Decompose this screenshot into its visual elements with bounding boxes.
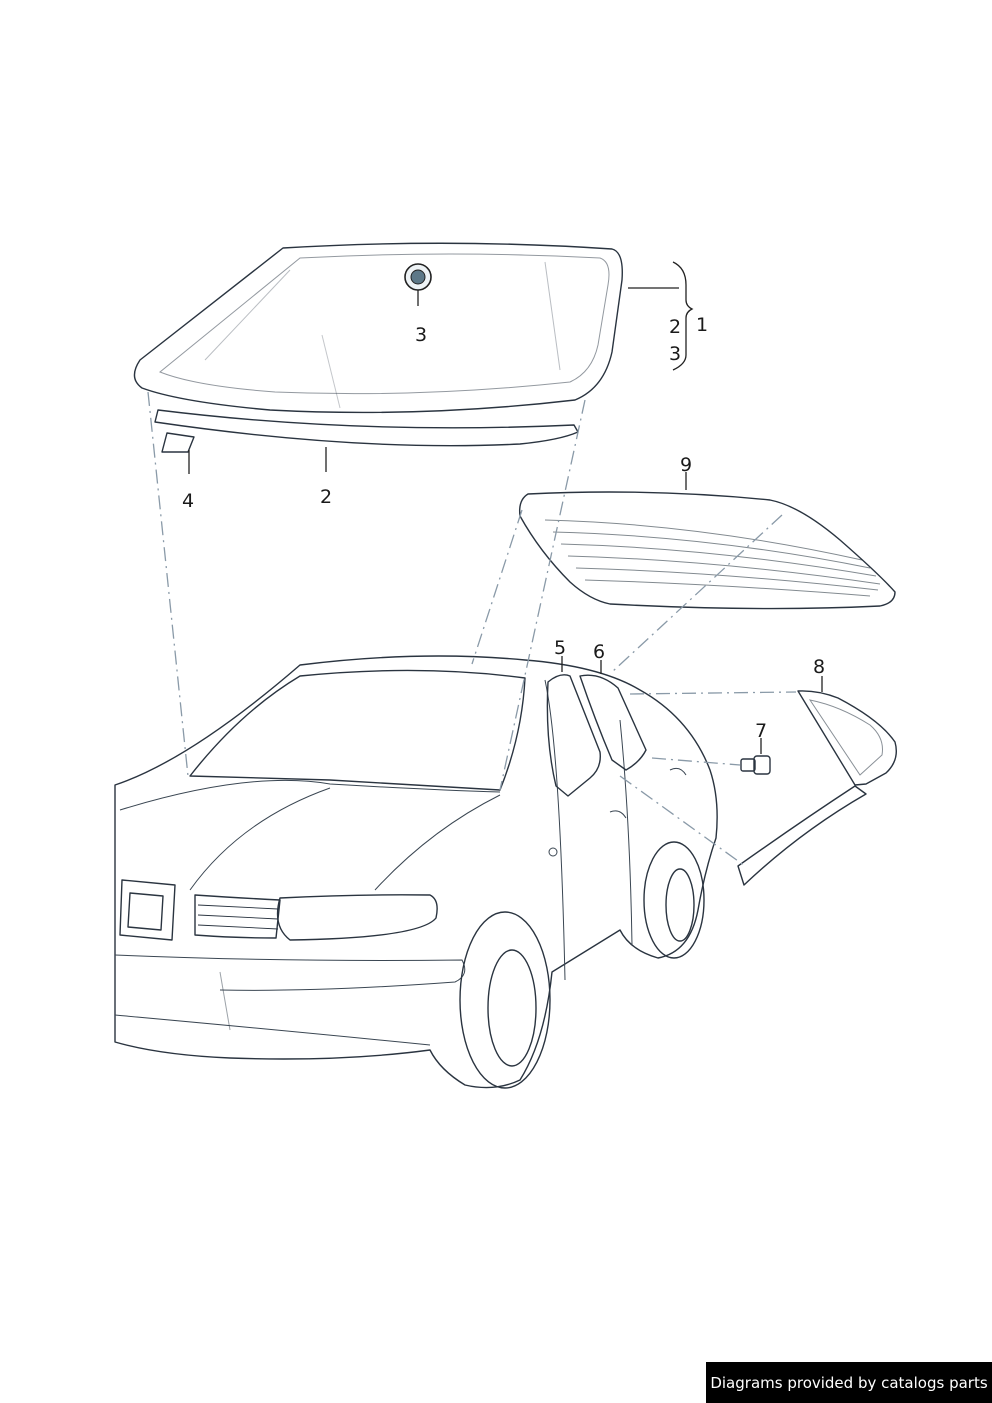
front-door-glass [546,674,601,797]
clip-part [161,432,195,453]
windshield-moulding [154,409,579,447]
callout-7: 7 [755,720,767,742]
quarter-window-glass [797,690,898,786]
assembly-guide-lines [147,391,797,867]
brace [672,261,694,371]
callout-9: 9 [680,454,692,476]
credit-footer: Diagrams provided by catalogs parts [706,1362,992,1403]
callout-8: 8 [813,656,825,678]
rear-door-glass [579,674,647,771]
callout-2-brace: 2 [669,316,681,338]
rear-window-glass [518,491,896,610]
callout-3-brace: 3 [669,343,681,365]
callout-5: 5 [554,637,566,659]
callout-6: 6 [593,641,605,663]
windshield-glass [133,242,623,414]
callout-4: 4 [182,490,194,512]
callout-3-sensor: 3 [415,324,427,346]
quarter-window-seal-strip [737,785,867,886]
car-body [114,655,718,1089]
fastener-part [740,755,771,775]
rain-sensor [404,263,434,336]
callout-2: 2 [320,486,332,508]
callout-1: 1 [696,314,708,336]
